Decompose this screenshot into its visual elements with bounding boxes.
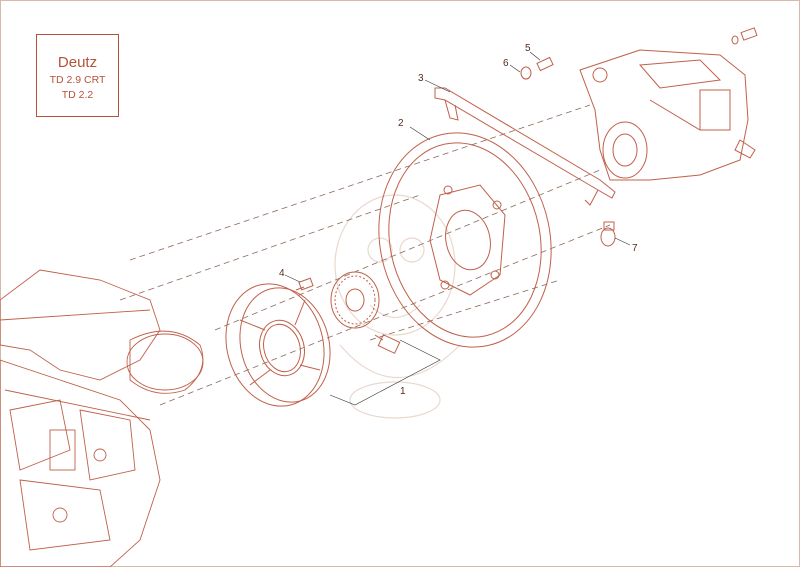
alignment-dash-lines <box>119 104 611 406</box>
callout-4: 4 <box>279 268 285 279</box>
support-bracket <box>434 87 616 206</box>
washer-6 <box>520 66 532 80</box>
drive-adapter-disc <box>225 283 331 407</box>
callout-7: 7 <box>632 243 638 254</box>
brand-label: Deutz <box>57 54 98 71</box>
hydraulic-pump <box>579 49 756 181</box>
callout-5: 5 <box>525 43 531 54</box>
callout-1: 1 <box>400 386 406 397</box>
engine-block-drawing <box>0 269 204 567</box>
watermark-mascot <box>334 194 461 419</box>
callout-leader-lines <box>284 51 631 406</box>
hose-clamp-7 <box>600 221 616 247</box>
model-label-2: TD 2.2 <box>61 89 94 101</box>
bolt-4 <box>295 277 314 291</box>
bolt-1 <box>374 334 401 354</box>
callout-3: 3 <box>418 73 424 84</box>
flange-plate <box>378 132 552 348</box>
bolt-5 <box>536 56 554 72</box>
model-title-box: Deutz TD 2.9 CRT TD 2.2 <box>36 34 119 117</box>
pump-bolt <box>731 27 758 45</box>
model-label-1: TD 2.9 CRT <box>49 74 106 86</box>
callout-2: 2 <box>398 118 404 129</box>
callout-6: 6 <box>503 58 509 69</box>
drive-gear <box>330 271 380 329</box>
